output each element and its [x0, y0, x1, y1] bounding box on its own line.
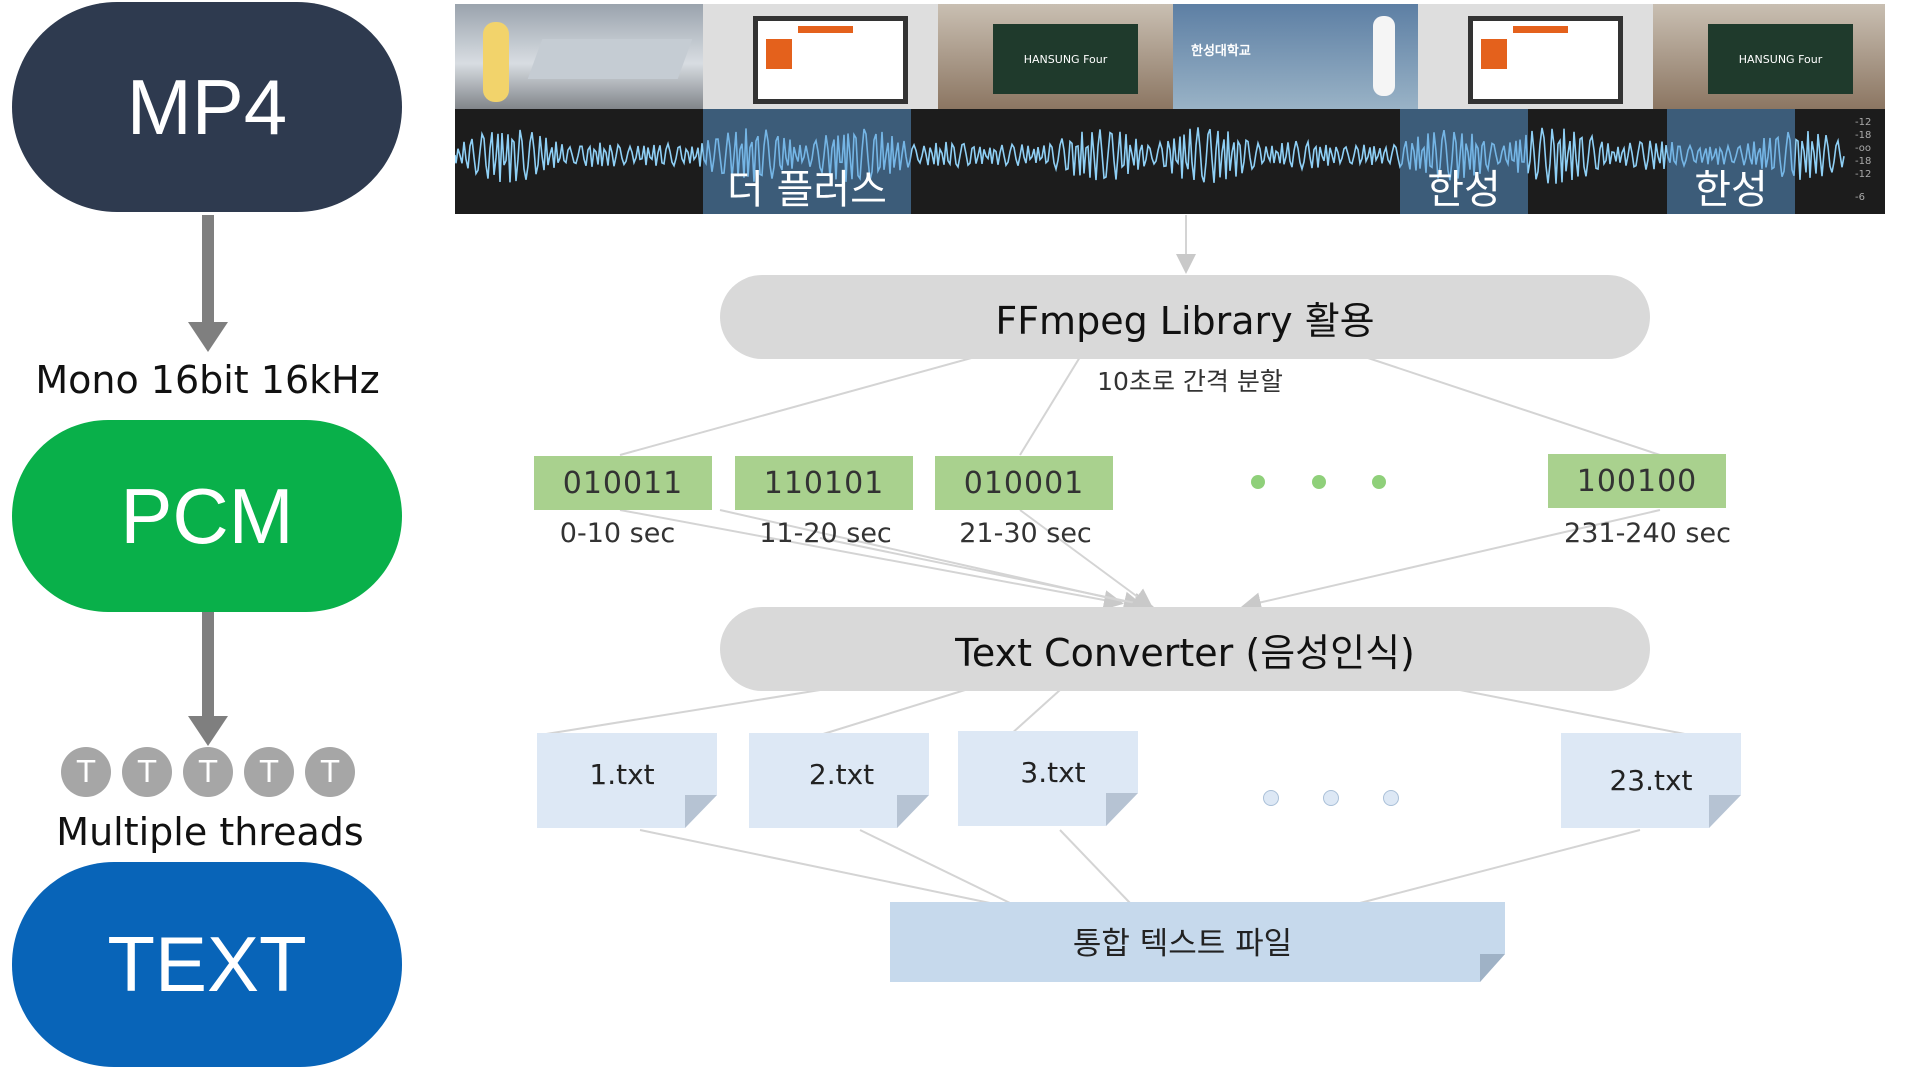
file-name: 3.txt	[1020, 756, 1086, 789]
segment-time: 21-30 sec	[959, 518, 1092, 549]
video-frame: 한성대학교	[1173, 4, 1418, 112]
video-waveform-strip: HANSUNG Four 한성대학교 HANSUNG Four 더 플러스 한성…	[455, 4, 1885, 214]
keyword-text: 한성	[1694, 167, 1768, 213]
keyword-highlight: 더 플러스	[703, 109, 911, 214]
ellipsis-dot	[1383, 790, 1399, 806]
ffmpeg-node: FFmpeg Library 활용	[720, 275, 1650, 359]
keyword-text: 한성	[1427, 167, 1501, 213]
arrow-pcm-threads-shaft	[202, 612, 214, 720]
hansung-univ-text: 한성대학교	[1191, 44, 1251, 59]
audio-waveform	[455, 127, 1845, 184]
ellipsis-dot	[1323, 790, 1339, 806]
video-frame: HANSUNG Four	[1653, 4, 1885, 112]
db-scale: -12 -18 -oo -18 -12 -6	[1855, 117, 1872, 203]
arrow-pcm-threads-head	[188, 716, 228, 746]
segment-time: 231-240 sec	[1564, 518, 1731, 549]
hansung-four-text: HANSUNG Four	[1738, 52, 1823, 66]
text-node: TEXT	[12, 862, 402, 1067]
pcm-label: PCM	[120, 471, 294, 560]
keyword-highlight: 한성	[1400, 109, 1528, 214]
file-note	[537, 733, 717, 828]
ellipsis-dot	[1251, 475, 1265, 489]
file-note	[749, 733, 929, 828]
thread-icon: T	[61, 747, 111, 797]
file-note	[958, 731, 1138, 826]
ffmpeg-label: FFmpeg Library 활용	[995, 298, 1375, 343]
thread-icon: T	[122, 747, 172, 797]
keyword-highlight: 한성	[1667, 109, 1795, 214]
pipeline-arrows	[188, 215, 228, 746]
file-name: 2.txt	[808, 758, 875, 791]
mp4-node: MP4	[12, 2, 402, 212]
merged-file-note	[890, 902, 1505, 982]
hansung-four-text: HANSUNG Four	[1023, 52, 1108, 66]
ellipsis-dot	[1312, 475, 1326, 489]
file-name: 23.txt	[1609, 764, 1693, 797]
segment-bits: 100100	[1548, 454, 1726, 508]
file-note	[1561, 733, 1741, 828]
ellipsis-dot	[1263, 790, 1279, 806]
thread-icon: T	[244, 747, 294, 797]
segment-bits: 010011	[534, 456, 712, 510]
threads-label: Multiple threads	[56, 810, 364, 854]
thread-icon: T	[305, 747, 355, 797]
segment-time: 0-10 sec	[559, 518, 676, 549]
segment-bits: 010001	[935, 456, 1113, 510]
pcm-node: PCM	[12, 420, 402, 612]
video-frame	[1418, 4, 1653, 112]
ellipsis-dot	[1372, 475, 1386, 489]
video-frame: HANSUNG Four	[938, 4, 1173, 112]
text-converter-node: Text Converter (음성인식)	[720, 607, 1650, 691]
arrow-mp4-pcm-head	[188, 322, 228, 352]
video-frame	[455, 4, 703, 112]
segment-time: 11-20 sec	[759, 518, 892, 549]
merged-file-label: 통합 텍스트 파일	[1072, 926, 1293, 962]
mono-format-label: Mono 16bit 16kHz	[35, 358, 380, 402]
video-frame	[703, 4, 938, 112]
text-label: TEXT	[107, 920, 307, 1008]
keyword-text: 더 플러스	[727, 167, 887, 213]
split-caption: 10초로 간격 분할	[1097, 367, 1283, 396]
text-converter-label: Text Converter (음성인식)	[955, 630, 1415, 675]
arrow-mp4-pcm-shaft	[202, 215, 214, 325]
thread-icon: T	[183, 747, 233, 797]
mp4-label: MP4	[126, 62, 288, 151]
segment-bits: 110101	[735, 456, 913, 510]
file-name: 1.txt	[589, 758, 655, 791]
